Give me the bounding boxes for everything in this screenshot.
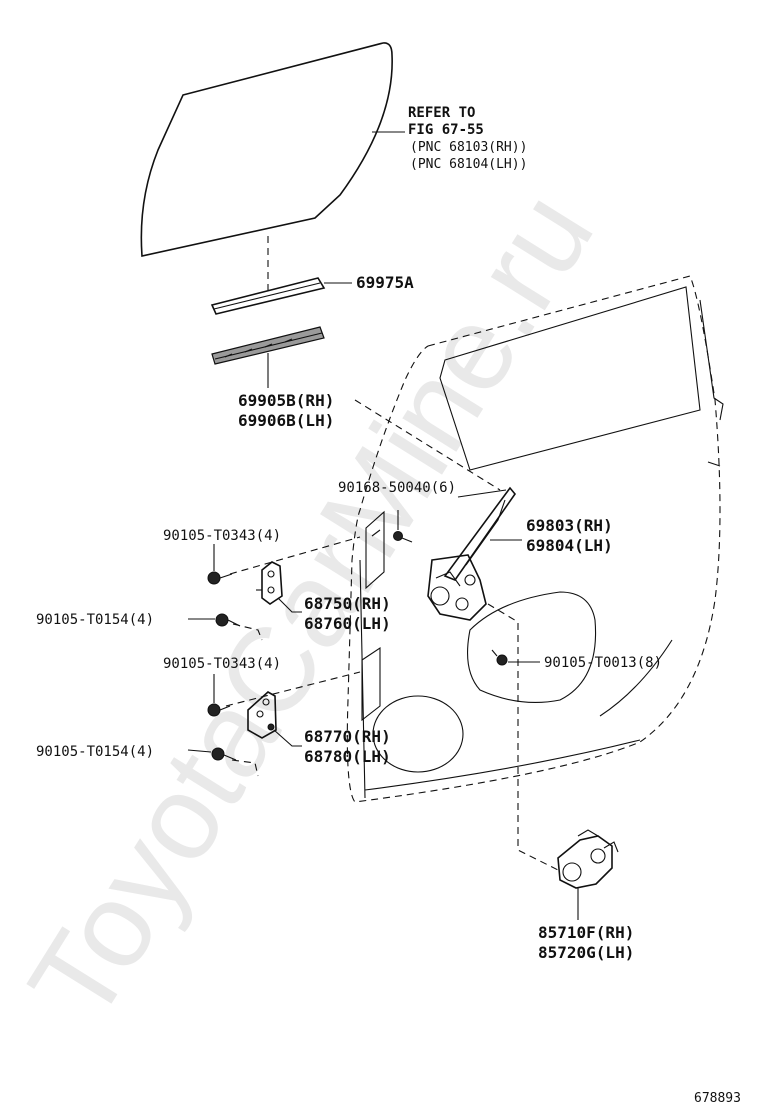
label-refer-3: (PNC 68103(RH)) [410, 140, 527, 155]
label-90105-t0154-upper: 90105-T0154(4) [36, 612, 154, 628]
label-68760: 68760(LH) [304, 614, 391, 633]
dash-regulator-to-motor [487, 603, 559, 871]
label-85720g: 85720G(LH) [538, 943, 634, 962]
glass-channel-69975a[interactable] [210, 277, 326, 315]
leader-68750 [277, 597, 302, 613]
bolt-90105-t0154-upper[interactable] [215, 613, 241, 627]
dash-upper-bolt-a [229, 536, 361, 575]
bolt-90105-t0343-upper[interactable] [207, 571, 233, 585]
window-regulator-69803[interactable] [427, 486, 517, 621]
bolt-90105-t0343-lower[interactable] [207, 703, 231, 717]
label-69975a: 69975A [356, 273, 414, 292]
dash-upper-bolt-b [232, 623, 263, 641]
window-motor-85710f[interactable] [557, 829, 619, 889]
door-glass[interactable] [140, 42, 393, 257]
label-68770: 68770(RH) [304, 727, 391, 746]
label-69906b: 69906B(LH) [238, 411, 334, 430]
bolt-90105-t0154-lower[interactable] [211, 747, 237, 761]
bolt-90105-t0013[interactable] [491, 649, 508, 666]
bolt-90168[interactable] [393, 531, 413, 543]
label-90105-t0343-lower: 90105-T0343(4) [163, 656, 281, 672]
figure-number: 678893 [694, 1091, 741, 1106]
leader-90168-h [457, 489, 507, 498]
label-69803: 69803(RH) [526, 516, 613, 535]
label-90168: 90168-50040(6) [338, 480, 456, 496]
label-69905b: 69905B(RH) [238, 391, 334, 410]
label-90105-t0343-upper: 90105-T0343(4) [163, 528, 281, 544]
label-90105-t0013: 90105-T0013(8) [544, 655, 662, 671]
leader-68770 [273, 729, 302, 747]
label-85710f: 85710F(RH) [538, 923, 634, 942]
label-refer-1: REFER TO [408, 105, 475, 121]
label-refer-4: (PNC 68104(LH)) [410, 157, 527, 172]
label-69804: 69804(LH) [526, 536, 613, 555]
glass-channel-69905b[interactable] [211, 326, 325, 365]
label-68780: 68780(LH) [304, 747, 391, 766]
leader-90105-t0154-lower [187, 749, 212, 753]
label-90105-t0154-lower: 90105-T0154(4) [36, 744, 154, 760]
label-68750: 68750(RH) [304, 594, 391, 613]
door-hinge-68770[interactable] [247, 691, 277, 739]
door-hinge-68750[interactable] [256, 561, 283, 605]
dash-channel-to-regulator [354, 399, 501, 491]
rear-door-panel[interactable] [346, 275, 724, 803]
label-refer-2: FIG 67-55 [408, 122, 484, 138]
